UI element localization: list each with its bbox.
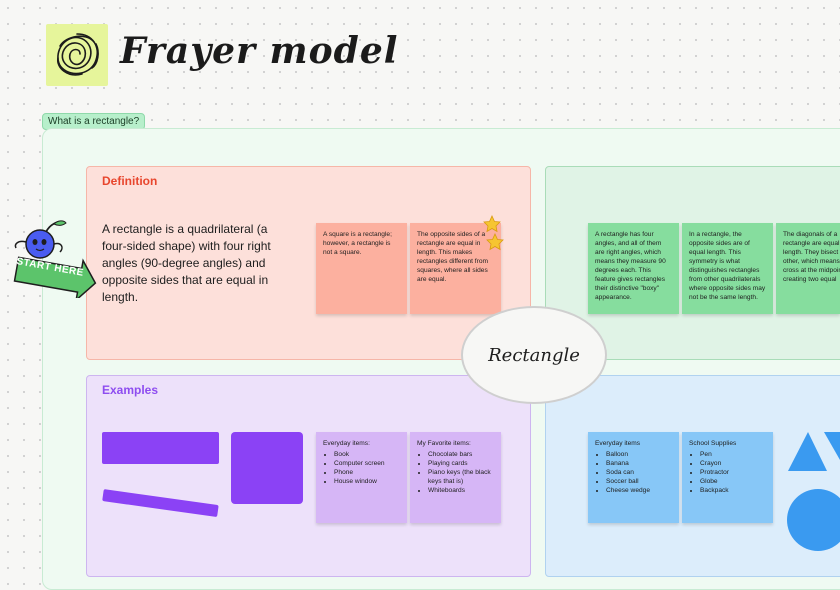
square-shape [231,432,303,504]
star-icon [483,215,504,251]
list-item: Balloon [606,450,672,459]
sticky-heading: My Favorite items: [417,440,471,447]
definition-title: Definition [102,174,158,188]
list-item: Computer screen [334,459,400,468]
sticky-list: Pen Crayon Protractor Globe Backpack [689,450,766,495]
center-label: Rectangle [488,344,580,366]
list-item: Cheese wedge [606,486,672,495]
partial-shape [824,432,840,460]
definition-text: A rectangle is a quadrilateral (a four-s… [102,222,271,304]
sticky-text: In a rectangle, the opposite sides are o… [689,231,766,301]
sticky-heading: Everyday items: [323,440,370,447]
triangle-shape [788,432,827,471]
sticky-text: The opposite sides of a rectangle are eq… [417,231,488,283]
list-item: Protractor [700,468,766,477]
sticky-note[interactable]: The opposite sides of a rectangle are eq… [410,223,501,314]
list-item: Banana [606,459,672,468]
sticky-list: Chocolate bars Playing cards Piano keys … [417,450,494,495]
examples-title: Examples [102,383,159,397]
center-oval[interactable]: Rectangle [461,306,607,404]
scribble-icon [57,33,99,76]
sticky-list: Book Computer screen Phone House window [323,450,400,486]
list-item: Pen [700,450,766,459]
list-item: Backpack [700,486,766,495]
non-example-shapes [787,432,840,551]
sticky-text: A rectangle has four angles, and all of … [595,231,666,301]
list-item: Globe [700,477,766,486]
list-item: Playing cards [428,459,494,468]
sticky-heading: School Supplies [689,440,737,447]
sticky-note[interactable]: Everyday items: Book Computer screen Pho… [316,432,407,523]
cherry-mascot-icon[interactable] [10,218,100,298]
list-item: Phone [334,468,400,477]
sticky-note[interactable]: In a rectangle, the opposite sides are o… [682,223,773,314]
sticky-note[interactable]: A rectangle has four angles, and all of … [588,223,679,314]
list-item: House window [334,477,400,486]
sticky-text: A square is a rectangle; however, a rect… [323,231,392,256]
sticky-note[interactable]: My Favorite items: Chocolate bars Playin… [410,432,501,523]
list-item: Crayon [700,459,766,468]
sticky-note[interactable]: Everyday items Balloon Banana Soda can S… [588,432,679,523]
sticky-list: Balloon Banana Soda can Soccer ball Chee… [595,450,672,495]
sticky-note[interactable]: The diagonals of a rectangle are equal i… [776,223,840,314]
sticky-text: The diagonals of a rectangle are equal i… [783,231,840,283]
list-item: Whiteboards [428,486,494,495]
list-item: Book [334,450,400,459]
sticky-note[interactable]: School Supplies Pen Crayon Protractor Gl… [682,432,773,523]
circle-shape [787,489,840,551]
list-item: Piano keys (the black keys that is) [428,468,494,486]
sticky-note[interactable]: A square is a rectangle; however, a rect… [316,223,407,314]
wide-rectangle-shape [102,432,219,464]
list-item: Chocolate bars [428,450,494,459]
logo-box [46,24,108,86]
list-item: Soccer ball [606,477,672,486]
sticky-heading: Everyday items [595,440,641,447]
page-title: Frayer model [120,30,399,72]
list-item: Soda can [606,468,672,477]
